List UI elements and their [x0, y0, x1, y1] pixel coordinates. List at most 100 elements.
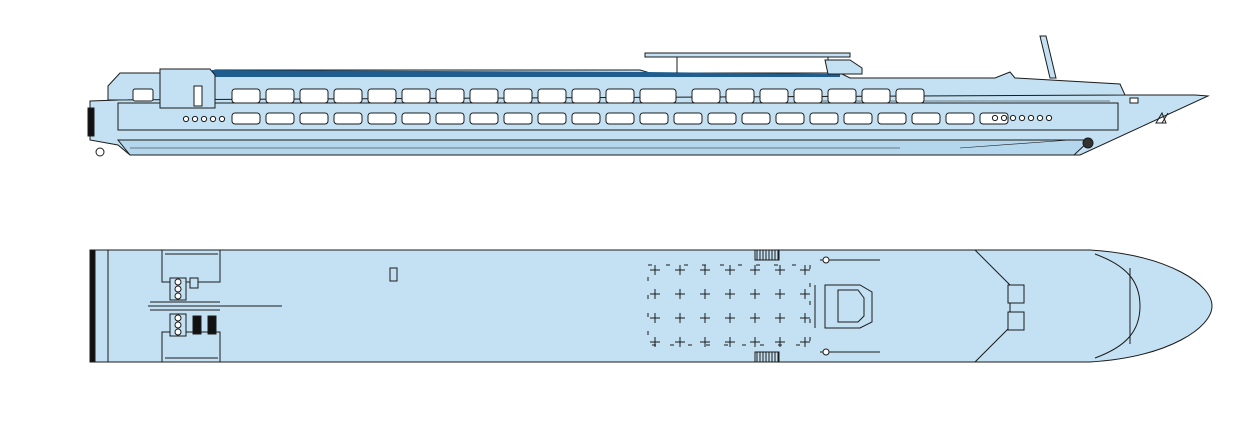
porthole: [218, 115, 226, 123]
porthole: [991, 114, 999, 122]
dark-block: [192, 315, 202, 335]
cabin-window: [367, 88, 397, 104]
cabin-window: [741, 112, 771, 125]
cabin-window: [537, 88, 567, 104]
stern-window: [132, 88, 154, 102]
stern-edge: [89, 249, 96, 363]
propeller-icon: [95, 147, 105, 157]
cabin-window: [299, 112, 329, 125]
sunbed-grid: [647, 264, 811, 347]
lamp-icon: [822, 256, 830, 264]
cabin-window: [469, 112, 499, 125]
stern-raised-cabin: [159, 68, 216, 109]
cabin-window: [911, 112, 941, 125]
mast: [1039, 35, 1057, 79]
upper-window-row: [231, 88, 925, 104]
cabin-window: [843, 112, 873, 125]
porthole: [1027, 114, 1035, 122]
roof-accent-stripe: [212, 70, 840, 77]
cabin-window: [691, 88, 721, 104]
cabin-window: [333, 88, 363, 104]
cabin-window: [265, 112, 295, 125]
cabin-window: [367, 112, 397, 125]
bench-seat: [174, 285, 182, 293]
stair-grate-top: [754, 249, 780, 261]
porthole: [1009, 114, 1017, 122]
cabin-window: [231, 112, 261, 125]
cabin-window: [503, 112, 533, 125]
cabin-window: [759, 88, 789, 104]
porthole: [1036, 114, 1044, 122]
cabin-window: [639, 112, 669, 125]
cabin-window: [707, 112, 737, 125]
porthole: [191, 115, 199, 123]
cabin-window: [537, 112, 567, 125]
deck-hatch: [389, 267, 398, 282]
bench-slots: [174, 278, 182, 336]
cabin-window: [809, 112, 839, 125]
small-hatch: [189, 277, 199, 289]
cabin-window: [827, 88, 857, 104]
cabin-window: [945, 112, 975, 125]
porthole: [1018, 114, 1026, 122]
wheelhouse: [824, 284, 873, 329]
bow-deck-lines: [974, 249, 1141, 363]
stern-black-panel: [87, 107, 95, 137]
bench-seat: [174, 292, 182, 300]
hull-waterline-band: [116, 139, 1092, 156]
cabin-window: [571, 112, 601, 125]
cabin-window: [605, 88, 635, 104]
porthole-group: [182, 114, 1053, 123]
bow-name-plate: [1129, 97, 1139, 104]
hull-line: [959, 139, 1071, 149]
cabin-window: [639, 88, 677, 104]
cabin-window: [877, 112, 907, 125]
cabin-window: [673, 112, 703, 125]
cabin-window: [469, 88, 499, 104]
cabin-window: [775, 112, 805, 125]
cabin-window: [299, 88, 329, 104]
cabin-window: [435, 112, 465, 125]
cabin-window: [401, 112, 431, 125]
porthole: [182, 115, 190, 123]
cabin-window: [231, 88, 261, 104]
cabin-window: [725, 88, 755, 104]
stern-housing-top: [161, 249, 221, 283]
porthole: [1000, 114, 1008, 122]
cabin-window: [571, 88, 601, 104]
porthole: [200, 115, 208, 123]
anchor-icon: [1082, 137, 1094, 149]
sunbed-area-border: [647, 264, 811, 346]
cabin-window: [793, 88, 823, 104]
lower-window-row: [231, 112, 1009, 125]
dark-block: [207, 315, 217, 335]
bench-seat: [174, 314, 182, 322]
porthole: [1045, 114, 1053, 122]
bridge-front: [824, 59, 863, 75]
bench-seat: [174, 278, 182, 286]
cabin-window: [861, 88, 891, 104]
bench-seat: [174, 321, 182, 329]
cabin-window: [605, 112, 635, 125]
porthole: [209, 115, 217, 123]
top-deck-plan-view: [89, 249, 1213, 363]
bench-seat: [174, 328, 182, 336]
sun-deck-canopy: [644, 52, 851, 58]
cabin-window: [503, 88, 533, 104]
stern-housing-bottom: [161, 331, 221, 363]
cabin-window: [435, 88, 465, 104]
cabin-window: [401, 88, 431, 104]
bow-box-bottom: [1007, 311, 1025, 331]
lamp-icon: [822, 348, 830, 356]
side-elevation-view: [87, 35, 1210, 157]
cabin-window: [333, 112, 363, 125]
bow-box-top: [1007, 284, 1025, 304]
deck-outline: [91, 249, 1213, 363]
cabin-window: [265, 88, 295, 104]
stern-door: [193, 85, 203, 107]
stair-grate-bottom: [754, 351, 780, 363]
bow-emblem-icon: [1155, 111, 1169, 124]
cabin-window: [895, 88, 925, 104]
